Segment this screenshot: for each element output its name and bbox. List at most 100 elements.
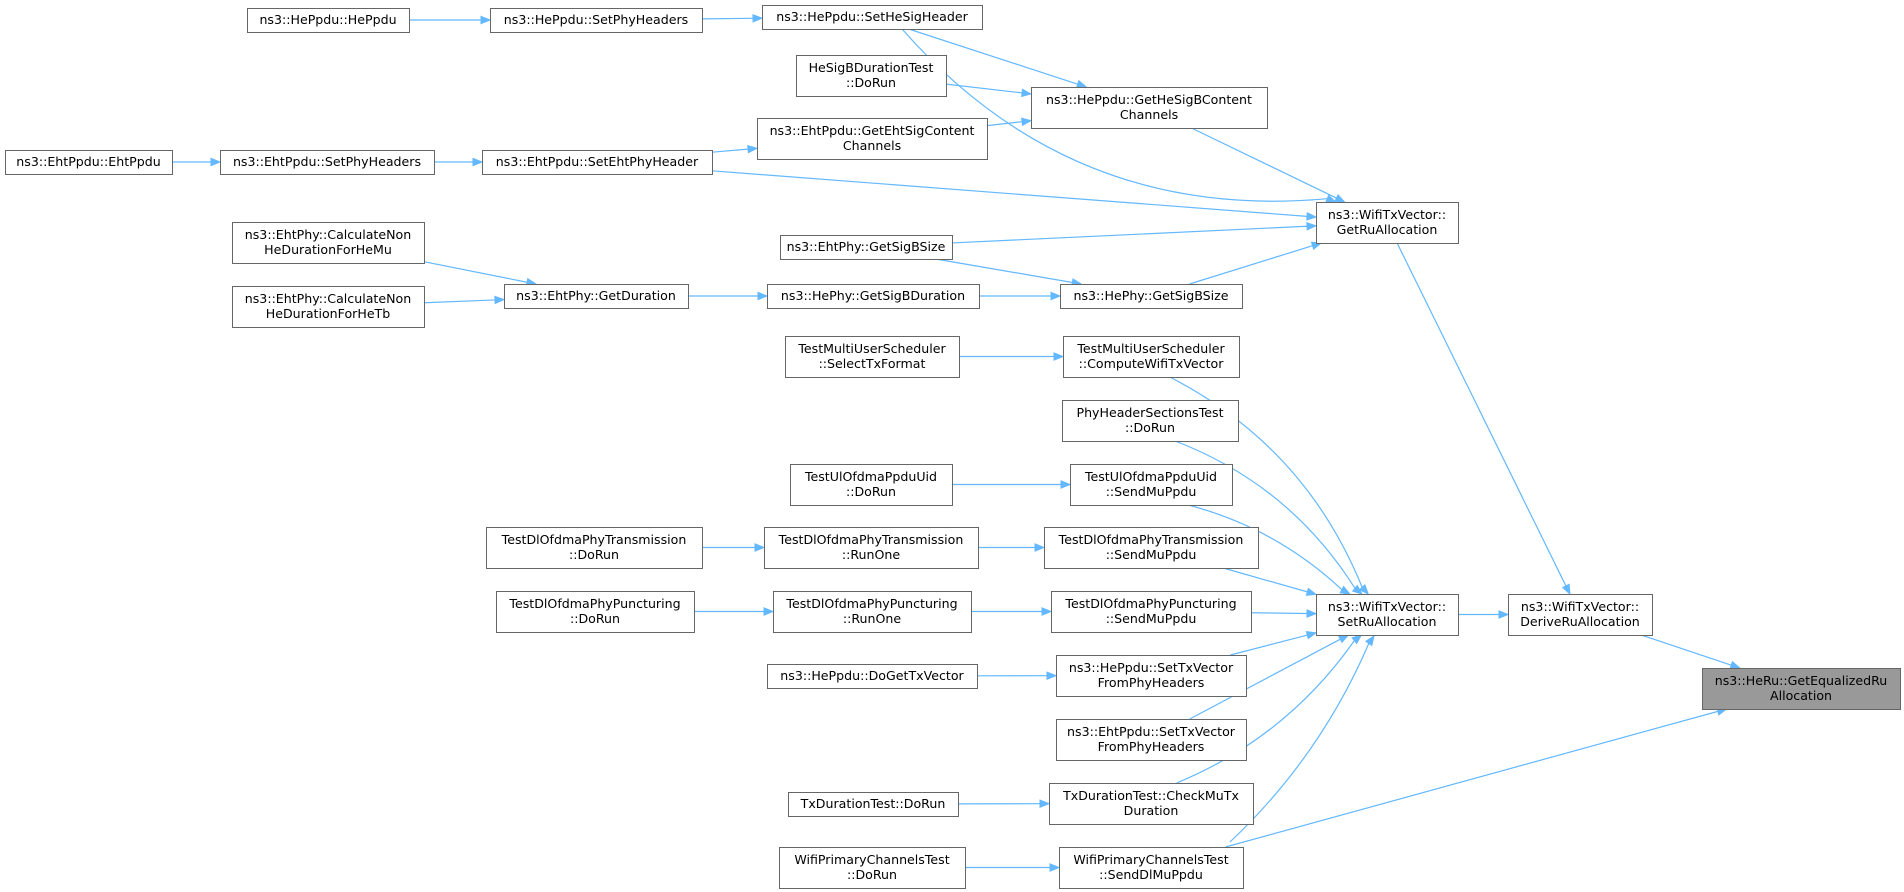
node-computewifi[interactable]: TestMultiUserScheduler::ComputeWifiTxVec… xyxy=(1063,336,1240,378)
edge-arrowhead xyxy=(1050,291,1062,301)
node-ehtsigbsize[interactable]: ns3::EhtPhy::GetSigBSize xyxy=(780,235,953,260)
node-label-line: ::SendMuPpdu xyxy=(1106,611,1197,626)
edge-primsend-to-getequalized xyxy=(1225,707,1728,848)
edge-arrowhead xyxy=(494,295,506,305)
node-hesigbsize[interactable]: ns3::HePhy::GetSigBSize xyxy=(1060,284,1243,309)
node-uldorun[interactable]: TestUlOfdmaPpduUid::DoRun xyxy=(790,464,953,506)
node-label-line: ns3::EhtPhy::CalculateNon xyxy=(245,291,411,306)
node-hesigheader[interactable]: ns3::HePpdu::SetHeSigHeader xyxy=(762,5,983,30)
node-box xyxy=(1062,400,1239,442)
node-dlpuncrun[interactable]: TestDlOfdmaPhyPuncturing::RunOne xyxy=(773,591,972,633)
node-ehtphyheaders[interactable]: ns3::EhtPpdu::SetPhyHeaders xyxy=(220,150,435,175)
node-box xyxy=(232,286,425,328)
node-label-line: HeSigBDurationTest xyxy=(809,60,934,75)
node-label-line: TestUlOfdmaPpduUid xyxy=(1084,469,1217,484)
node-label-line: ns3::EhtPpdu::SetEhtPhyHeader xyxy=(496,154,699,169)
edge-dlpuncdorun-to-dlpuncrun xyxy=(694,607,775,616)
edge-line xyxy=(1189,638,1341,720)
edge-hesigbtest-to-gethesigb xyxy=(945,83,1033,98)
edge-line xyxy=(1191,127,1337,199)
node-setru[interactable]: ns3::WifiTxVector::SetRuAllocation xyxy=(1316,594,1459,636)
node-box xyxy=(504,284,689,309)
node-txdurrun[interactable]: TxDurationTest::DoRun xyxy=(788,792,959,817)
node-box xyxy=(1316,202,1459,244)
node-calcmu[interactable]: ns3::EhtPhy::CalculateNonHeDurationForHe… xyxy=(232,222,425,264)
edge-arrowhead xyxy=(1334,193,1346,203)
node-box xyxy=(1056,719,1247,761)
node-label-line: TestMultiUserScheduler xyxy=(1076,341,1225,356)
node-dltxrun[interactable]: TestDlOfdmaPhyTransmission::RunOne xyxy=(764,527,979,569)
call-graph-edges xyxy=(172,13,1742,872)
node-calctb[interactable]: ns3::EhtPhy::CalculateNonHeDurationForHe… xyxy=(232,286,425,328)
node-label-line: Channels xyxy=(1120,107,1178,122)
node-label-line: ns3::EhtPhy::GetDuration xyxy=(516,288,676,303)
node-heppdu[interactable]: ns3::HePpdu::HePpdu xyxy=(247,8,410,33)
node-hephyheaders[interactable]: ns3::HePpdu::SetPhyHeaders xyxy=(490,8,703,33)
edge-arrowhead xyxy=(1305,587,1318,596)
node-box xyxy=(1070,464,1233,506)
edge-dlpuncrun-to-dlpuncsend xyxy=(971,607,1053,616)
node-label-line: ::ComputeWifiTxVector xyxy=(1079,356,1225,371)
edge-dltxsend-to-setru xyxy=(1223,567,1318,596)
node-box xyxy=(1049,783,1254,825)
node-setehtphy[interactable]: ns3::EhtPpdu::SetEhtPhyHeader xyxy=(482,150,713,175)
node-hedoget[interactable]: ns3::HePpdu::DoGetTxVector xyxy=(767,664,978,689)
edge-line xyxy=(701,17,754,20)
edge-line xyxy=(908,28,1078,85)
node-label-line: ns3::EhtPpdu::EhtPpdu xyxy=(16,154,160,169)
edge-calctb-to-ehtgetdur xyxy=(423,295,506,305)
node-label-line: GetRuAllocation xyxy=(1337,222,1438,237)
edge-line xyxy=(1250,612,1308,615)
node-deriveru[interactable]: ns3::WifiTxVector::DeriveRuAllocation xyxy=(1508,594,1653,636)
edge-line xyxy=(935,258,1073,284)
node-label-line: TestMultiUserScheduler xyxy=(797,341,946,356)
edge-ehtgetdur-to-hesigbdur xyxy=(688,291,769,301)
node-label-line: ::SelectTxFormat xyxy=(819,356,926,371)
node-label-line: ns3::WifiTxVector:: xyxy=(1521,599,1639,614)
node-ehtgetdur[interactable]: ns3::EhtPhy::GetDuration xyxy=(504,284,689,309)
node-hesigbdur[interactable]: ns3::HePhy::GetSigBDuration xyxy=(767,284,980,309)
edge-setru-to-deriveru xyxy=(1458,610,1510,619)
node-label-line: TestDlOfdmaPhyTransmission xyxy=(1058,532,1244,547)
node-hesigbtest[interactable]: HeSigBDurationTest::DoRun xyxy=(796,55,947,97)
node-label-line: ns3::EhtPhy::GetSigBSize xyxy=(787,239,946,254)
node-label-line: SetRuAllocation xyxy=(1338,614,1437,629)
node-dltxdorun[interactable]: TestDlOfdmaPhyTransmission::DoRun xyxy=(486,527,703,569)
node-box xyxy=(1702,668,1901,710)
node-ehtppdu[interactable]: ns3::EhtPpdu::EhtPpdu xyxy=(5,150,173,175)
node-label-line: WifiPrimaryChannelsTest xyxy=(794,852,949,867)
node-dlpuncdorun[interactable]: TestDlOfdmaPhyPuncturing::DoRun xyxy=(496,591,695,633)
node-primrun[interactable]: WifiPrimaryChannelsTest::DoRun xyxy=(779,847,966,889)
edge-arrowhead xyxy=(1021,117,1033,127)
node-getru[interactable]: ns3::WifiTxVector::GetRuAllocation xyxy=(1316,202,1459,244)
node-box xyxy=(796,55,947,97)
edge-arrowhead xyxy=(1053,352,1065,361)
node-label-line: HeDurationForHeTb xyxy=(266,306,391,321)
edge-arrowhead xyxy=(1339,585,1351,595)
edge-arrowhead xyxy=(1729,660,1742,670)
edge-line xyxy=(423,299,496,304)
node-phyheadersec[interactable]: PhyHeaderSectionsTest::DoRun xyxy=(1062,400,1239,442)
node-selecttx[interactable]: TestMultiUserScheduler::SelectTxFormat xyxy=(785,336,960,378)
node-dlpuncsend[interactable]: TestDlOfdmaPhyPuncturing::SendMuPpdu xyxy=(1051,591,1252,633)
edge-arrowhead xyxy=(472,157,484,167)
edge-phyheadersec-to-setru xyxy=(1174,440,1363,595)
node-ulsendmu[interactable]: TestUlOfdmaPpduUid::SendMuPpdu xyxy=(1070,464,1233,506)
edge-primrun-to-primsend xyxy=(965,863,1061,872)
edge-line xyxy=(945,83,1023,94)
node-label-line: ::RunOne xyxy=(843,611,902,626)
node-label-line: ::RunOne xyxy=(842,547,901,562)
edge-line xyxy=(1223,567,1308,593)
node-primsend[interactable]: WifiPrimaryChannelsTest::SendDlMuPpdu xyxy=(1059,847,1244,889)
edge-arrowhead xyxy=(1034,543,1046,552)
node-dltxsend[interactable]: TestDlOfdmaPhyTransmission::SendMuPpdu xyxy=(1044,527,1259,569)
edge-line xyxy=(711,170,1308,217)
node-box xyxy=(496,591,695,633)
edge-computewifi-to-setru xyxy=(1169,376,1370,595)
